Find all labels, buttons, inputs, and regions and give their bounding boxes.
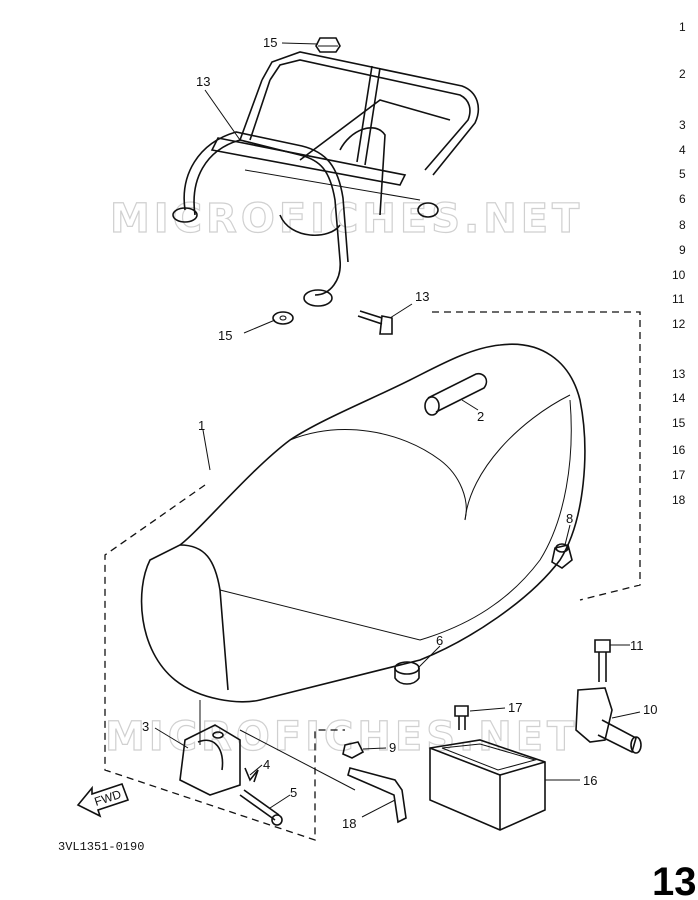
callout-17: 17	[508, 700, 522, 715]
watermark-bottom: MICROFICHES.NET	[105, 714, 578, 760]
callout-1: 1	[198, 418, 205, 433]
reference-column: 1 2 3 4 5 6 8 9 10 11 12 13 14 15 16 17 …	[672, 20, 686, 507]
callout-13: 13	[415, 289, 429, 304]
callout-2: 2	[477, 409, 484, 424]
callout-14: 15	[263, 35, 277, 50]
hinge-bracket-3	[179, 700, 241, 796]
page-number: 13	[652, 860, 697, 900]
callout-8: 8	[566, 511, 573, 526]
ref-12: 12	[672, 317, 686, 331]
pin-5	[239, 789, 283, 826]
carrier-rack	[172, 51, 479, 307]
bolt-11	[594, 639, 611, 682]
nut-14	[315, 37, 341, 53]
ref-6: 6	[679, 192, 686, 206]
tool-box-16	[429, 739, 546, 831]
ref-18: 18	[672, 493, 686, 507]
ref-4: 4	[679, 143, 686, 157]
stay-18	[347, 767, 407, 824]
leader-lines	[154, 42, 641, 818]
seat-lock-10	[575, 687, 642, 754]
ref-10: 10	[672, 268, 686, 282]
grab-strap	[424, 372, 488, 416]
ref-8: 8	[679, 218, 686, 232]
callout-4: 4	[263, 757, 270, 772]
callout-5: 5	[290, 785, 297, 800]
cap-8	[551, 543, 573, 569]
callout-16: 16	[583, 773, 597, 788]
callout-11: 11	[630, 638, 644, 653]
bolt-17	[454, 705, 469, 730]
ref-1: 1	[679, 20, 686, 34]
clip-4	[244, 767, 259, 783]
assembly-boundary	[104, 311, 641, 841]
ref-17: 17	[672, 468, 686, 482]
damper-6	[394, 661, 420, 685]
ref-16: 16	[672, 443, 686, 457]
callout-3: 3	[142, 719, 149, 734]
ref-3: 3	[679, 118, 686, 132]
grommet-9	[342, 741, 365, 759]
fwd-arrow: FWD	[76, 782, 130, 818]
diagram-code: 3VL1351-0190	[58, 840, 144, 854]
ref-2: 2	[679, 67, 686, 81]
bolt-13	[357, 310, 393, 335]
callout-9: 9	[389, 740, 396, 755]
fwd-label: FWD	[93, 787, 124, 809]
washer-15	[272, 311, 294, 325]
ref-11: 11	[672, 292, 685, 306]
ref-13: 13	[672, 367, 686, 381]
ref-5: 5	[679, 167, 686, 181]
ref-14: 14	[672, 391, 686, 405]
callout-10: 10	[643, 702, 657, 717]
callout-18: 18	[342, 816, 356, 831]
ref-15: 15	[672, 416, 686, 430]
callout-6: 6	[436, 633, 443, 648]
ref-9: 9	[679, 243, 686, 257]
callout-15: 15	[218, 328, 232, 343]
seat	[140, 343, 586, 703]
callout-12: 13	[196, 74, 210, 89]
